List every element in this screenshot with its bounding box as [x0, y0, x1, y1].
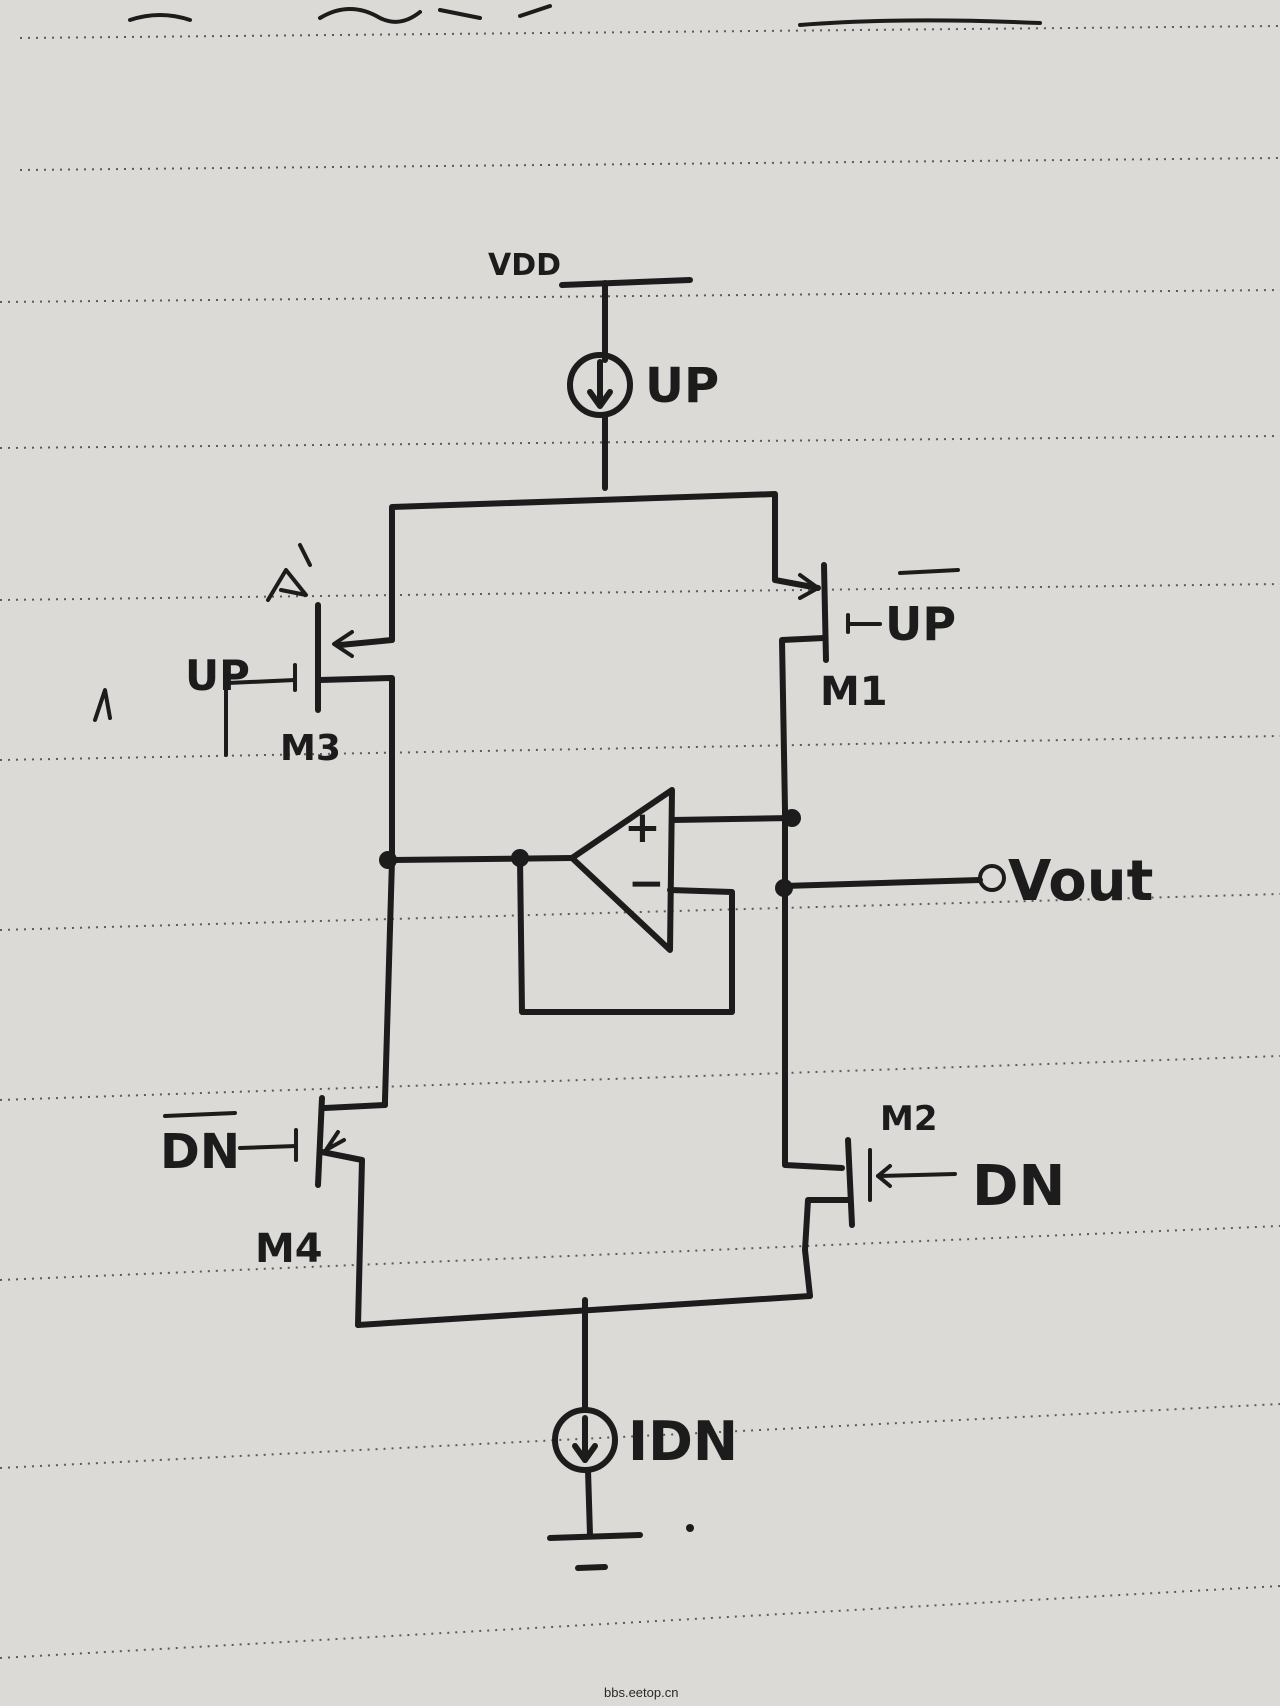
- vdd-label: VDD: [488, 248, 561, 283]
- m3-scribble: [266, 543, 312, 602]
- opamp-minus-sign: −: [628, 858, 665, 909]
- m3-label: M3: [280, 728, 341, 769]
- stray-dot: [686, 1524, 694, 1532]
- dn-bar-label: DN: [160, 1124, 240, 1180]
- left-node-dot: [379, 851, 397, 869]
- opamp: [517, 787, 795, 1015]
- ground-symbol: [547, 1467, 643, 1571]
- top-scribbles: [128, 4, 1042, 27]
- up-source-label: UP: [645, 358, 719, 414]
- notebook-rules: [0, 25, 1280, 1659]
- vout-wire: [781, 877, 983, 889]
- idn-label: IDN: [628, 1410, 738, 1473]
- up-bar-label: UP: [885, 597, 956, 651]
- m2-label: M2: [880, 1099, 938, 1139]
- m4-label: M4: [255, 1226, 323, 1272]
- vout-terminal: [978, 864, 1006, 892]
- top-bus-wire: [389, 491, 778, 643]
- m3-transistor: [224, 602, 395, 863]
- dn-label: DN: [972, 1154, 1065, 1219]
- vdd-rail: [559, 277, 693, 363]
- watermark-text: bbs.eetop.cn: [604, 1685, 678, 1700]
- up-bar-overline: [898, 568, 960, 575]
- m1-label: M1: [820, 669, 888, 715]
- m1-transistor: [772, 562, 882, 813]
- up-m3-label: UP: [185, 651, 250, 700]
- right-branch-wire: [782, 807, 845, 1171]
- dn-bar-overline: [163, 1111, 237, 1118]
- opamp-output-wire: [389, 855, 575, 863]
- m4-transistor: [238, 1095, 388, 1328]
- left-margin-mark: [93, 688, 112, 722]
- opamp-plus-sign: +: [624, 802, 661, 853]
- up-current-source: [567, 352, 633, 491]
- vout-label: Vout: [1008, 849, 1153, 914]
- m2-transistor: [802, 1137, 957, 1299]
